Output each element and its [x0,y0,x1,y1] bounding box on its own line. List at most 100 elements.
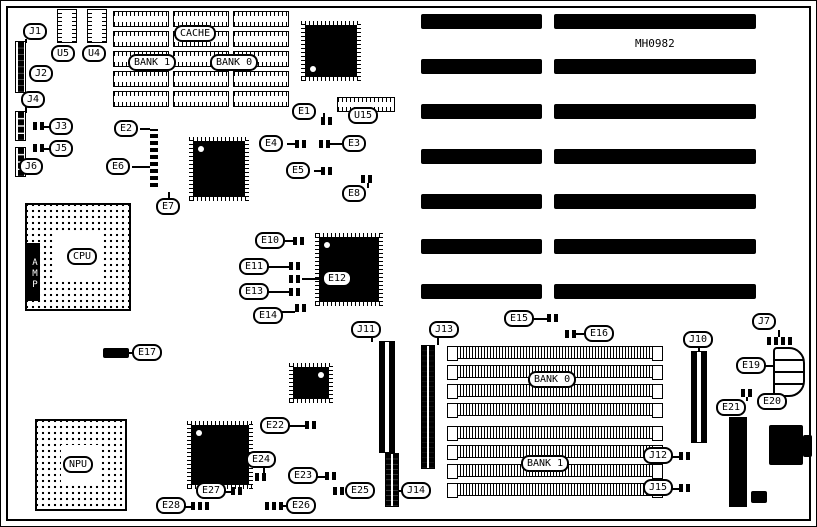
part-number: MH0982 [635,37,675,50]
pin1-dot [198,146,204,152]
label-cache: CACHE [174,25,217,42]
label-e17: E17 [132,344,163,361]
leader-line [330,143,342,145]
label-e14: E14 [253,307,284,324]
dip-chip [233,91,289,107]
label-e13: E13 [239,283,270,300]
leader-line [746,397,748,401]
label-e5: E5 [286,162,311,179]
keyboard-din-stub [803,435,812,457]
leader-line [132,166,150,168]
leader-line [263,468,265,473]
label-bank0-dip: BANK 0 [210,54,259,71]
jumper-e22 [305,421,316,429]
amp-marking: AMP [27,243,40,301]
qfp-chip [289,363,333,403]
pin1-dot [310,66,316,72]
label-e24: E24 [246,451,277,468]
jumper-e15 [547,314,558,322]
label-j12: J12 [643,447,674,464]
jumper-e26 [265,502,283,510]
leader-line [283,505,288,507]
jumper-j7 [767,337,792,345]
simm-socket [447,346,663,361]
label-j15: J15 [643,479,674,496]
leader-line [670,456,679,458]
leader-line [532,318,547,320]
jumper-e12 [289,275,300,283]
label-e25: E25 [345,482,376,499]
jumper-j3 [33,122,44,130]
leader-line [168,192,170,200]
dip-chip [233,31,289,47]
leader-line [576,333,584,335]
jumper-e23 [325,472,336,480]
label-j6: J6 [19,158,44,175]
jumper-e11 [289,262,300,270]
pin-header-j11 [379,341,395,453]
jumper-j15 [679,484,690,492]
jumper-e21 [741,389,752,397]
jumper-e3 [319,140,330,148]
label-j10: J10 [683,331,714,348]
dip-chip [87,9,107,43]
leader-line [268,291,289,293]
pin-header-j10 [691,351,707,443]
small-chip [751,491,767,503]
label-u15: U15 [348,107,379,124]
leader-line [371,337,373,342]
dip-chip [113,71,169,87]
leader-line [323,113,325,119]
label-e28: E28 [156,497,187,514]
leader-line [764,365,773,367]
label-j7: J7 [752,313,777,330]
leader-line [140,128,150,130]
keyboard-din-connector [769,425,803,465]
label-bank0-simm: BANK 0 [528,371,577,388]
label-e12: E12 [322,270,353,287]
jumper-j12 [679,452,690,460]
isa-slot-segment [554,239,756,254]
jumper-e27 [231,487,242,495]
edge-connector-j4 [15,111,26,141]
isa-slot-segment [421,59,542,74]
leader-line [778,330,780,337]
jumper-e8 [361,175,372,183]
label-j2: J2 [29,65,54,82]
isa-slot-segment [421,194,542,209]
leader-line [287,143,295,145]
leader-line [282,311,295,313]
leader-line [367,183,369,188]
label-e4: E4 [259,135,284,152]
label-e15: E15 [504,310,535,327]
qfp-chip [187,421,253,489]
leader-line [224,491,231,493]
jumper-e14 [295,304,306,312]
power-connector [773,347,805,397]
isa-slot-segment [421,284,542,299]
dip-chip [173,71,229,87]
label-bank1-simm: BANK 1 [521,455,570,472]
jumper-e16 [565,330,576,338]
qfp-chip [189,137,249,201]
label-e3: E3 [342,135,367,152]
jumper-e13 [289,288,300,296]
isa-slot-segment [554,194,756,209]
leader-line [44,148,50,150]
dip-chip [113,31,169,47]
qfp-chip [301,21,361,81]
jumper-e10 [293,237,304,245]
leader-line [437,337,439,345]
leader-line [184,506,191,508]
label-e19: E19 [736,357,767,374]
leader-line [302,278,322,280]
label-e7: E7 [156,198,181,215]
pin-header-j13 [421,345,435,469]
label-bank1-dip: BANK 1 [128,54,177,71]
jumper-strip-e2 [150,129,158,187]
jumper-j5 [33,144,44,152]
label-e20: E20 [757,393,788,410]
edge-connector-j1 [15,41,26,93]
jumper-e5 [321,167,332,175]
